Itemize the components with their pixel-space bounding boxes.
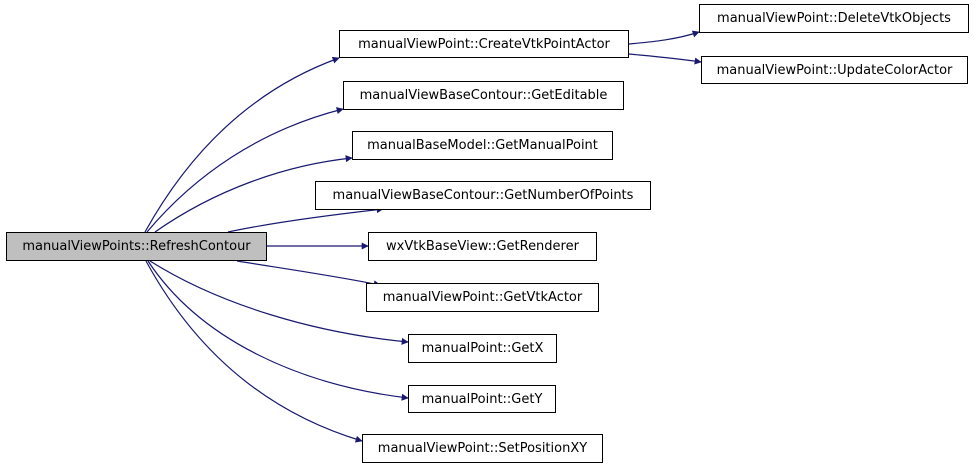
node-root-refresh-contour[interactable]: manualViewPoints::RefreshContour bbox=[6, 232, 267, 261]
node-get-y[interactable]: manualPoint::GetY bbox=[408, 385, 556, 413]
node-create-vtk-point-actor[interactable]: manualViewPoint::CreateVtkPointActor bbox=[339, 30, 629, 58]
edge-to-get-number-of-points bbox=[227, 206, 384, 233]
edge-to-set-position-xy bbox=[145, 260, 363, 443]
node-get-number-of-points[interactable]: manualViewBaseContour::GetNumberOfPoints bbox=[315, 181, 651, 210]
edge-to-update-color-actor bbox=[628, 53, 702, 65]
edge-to-get-vtk-actor bbox=[236, 260, 381, 288]
node-update-color-actor[interactable]: manualViewPoint::UpdateColorActor bbox=[701, 56, 968, 84]
edge-to-delete-vtk-objects bbox=[628, 30, 700, 45]
edge-to-create-vtk-point-actor bbox=[144, 56, 340, 233]
node-get-editable[interactable]: manualViewBaseContour::GetEditable bbox=[343, 81, 624, 110]
node-delete-vtk-objects[interactable]: manualViewPoint::DeleteVtkObjects bbox=[699, 4, 969, 33]
edge-to-get-manual-point bbox=[154, 155, 353, 233]
edge-to-get-y bbox=[147, 260, 409, 401]
node-get-manual-point[interactable]: manualBaseModel::GetManualPoint bbox=[352, 131, 613, 160]
edge-to-get-x bbox=[149, 260, 409, 345]
node-get-renderer[interactable]: wxVtkBaseView::GetRenderer bbox=[368, 232, 597, 261]
node-get-vtk-actor[interactable]: manualViewPoint::GetVtkActor bbox=[366, 283, 599, 312]
node-set-position-xy[interactable]: manualViewPoint::SetPositionXY bbox=[362, 434, 603, 463]
node-get-x[interactable]: manualPoint::GetX bbox=[408, 334, 557, 363]
edge-to-get-editable bbox=[146, 107, 344, 233]
